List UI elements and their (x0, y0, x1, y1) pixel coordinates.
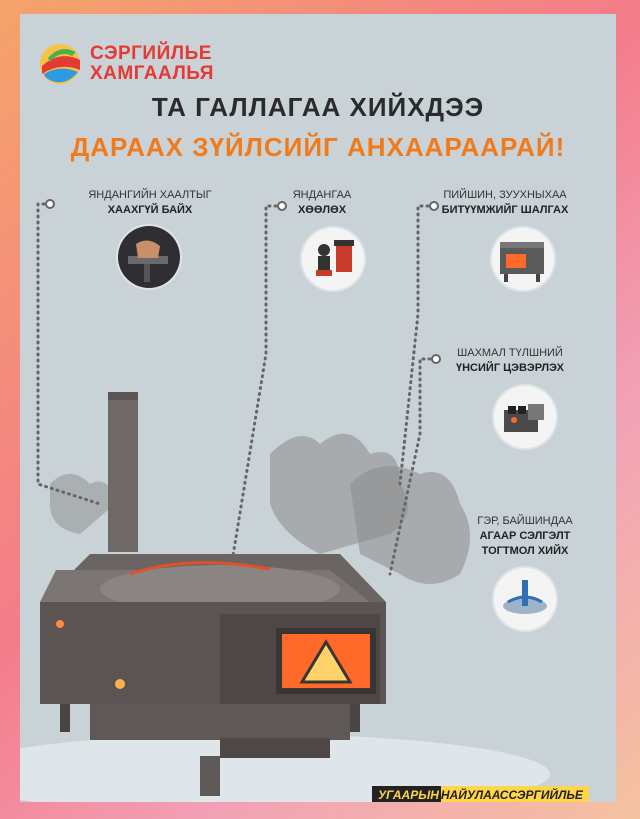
hand-closing-damper-icon (118, 226, 180, 288)
tip-1-line-1: ЯНДАНГИЙН ХААЛТЫГ (88, 189, 212, 201)
poster-panel: СЭРГИЙЛЬЕ ХАМГААЛЬЯ ТА ГАЛЛАГАА ХИЙХДЭЭ … (20, 14, 616, 802)
tip-4-line-2: ҮНСИЙГ ЦЭВЭРЛЭХ (456, 362, 564, 374)
tip-close-damper: ЯНДАНГИЙН ХААЛТЫГ ХААХГҮЙ БАЙХ (80, 188, 220, 218)
stove-illustration (20, 199, 550, 802)
tip-5-line-3: ТОГТМОЛ ХИЙХ (481, 545, 569, 557)
tip-2-line-1: ЯНДАНГАА (292, 189, 352, 201)
tip-5-line-1: ГЭР, БАЙШИНДАА (477, 515, 573, 527)
tip-2-line-2: ХӨӨЛӨХ (297, 204, 347, 216)
ger-ventilation-icon (494, 568, 556, 630)
tip-check-stove-seal: ПИЙШИН, ЗУУХНЫХАА БИТҮҮМЖИЙГ ШАЛГАХ (440, 188, 570, 218)
tip-4-line-1: ШАХМАЛ ТҮЛШНИЙ (457, 347, 563, 359)
chimney-sweep-icon (302, 228, 364, 290)
footer-part-2: НАЙУЛААССЭРГИЙЛЬЕ (440, 786, 589, 802)
headline-line-1: ТА ГАЛЛАГАА ХИЙХДЭЭ (151, 92, 485, 122)
tip-clean-fuel-ash: ШАХМАЛ ТҮЛШНИЙ ҮНСИЙГ ЦЭВЭРЛЭХ (450, 346, 570, 376)
tip-5-line-2: АГААР СЭЛГЭЛТ (479, 530, 571, 542)
tip-sweep-chimney: ЯНДАНГАА ХӨӨЛӨХ (282, 188, 362, 218)
tip-1-line-2: ХААХГҮЙ БАЙХ (107, 204, 193, 216)
tip-ventilate-home: ГЭР, БАЙШИНДАА АГААР СЭЛГЭЛТ ТОГТМОЛ ХИЙ… (460, 514, 590, 559)
stove-seal-icon (492, 228, 554, 290)
fuel-briquette-icon (494, 386, 556, 448)
tip-3-line-2: БИТҮҮМЖИЙГ ШАЛГАХ (441, 204, 569, 216)
footer-part-1: УГААРЫН (372, 786, 441, 802)
tip-3-line-1: ПИЙШИН, ЗУУХНЫХАА (443, 189, 567, 201)
logo-line-2: ХАМГААЛЬЯ (90, 63, 214, 84)
brand-logo: СЭРГИЙЛЬЕ ХАМГААЛЬЯ (38, 40, 238, 88)
logo-line-1: СЭРГИЙЛЬЕ (90, 43, 212, 64)
headline-line-2: ДАРААХ ЗҮЙЛСИЙГ АНХААРААРАЙ! (70, 132, 566, 162)
logo-emblem-icon (40, 44, 80, 84)
